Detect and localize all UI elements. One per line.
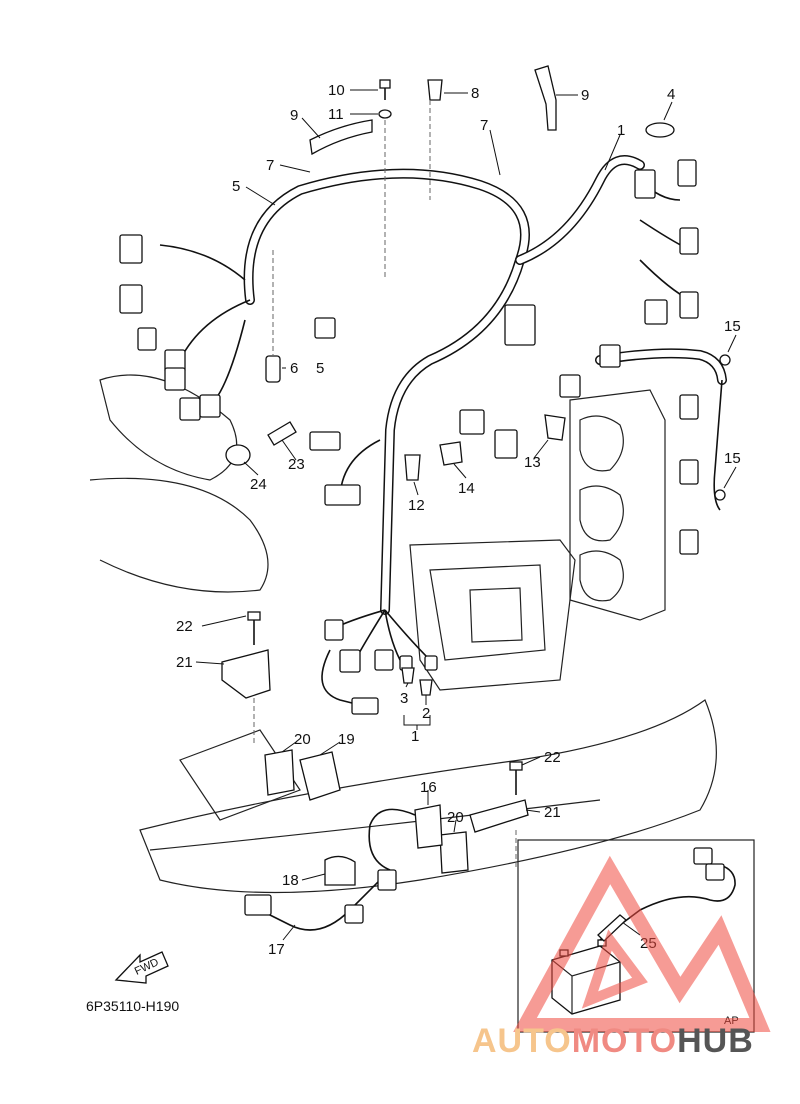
- callout-11: 11: [328, 106, 344, 123]
- watermark-logo-icon: [513, 855, 771, 1032]
- callout-19: 19: [338, 731, 355, 748]
- callout-21-right: 21: [544, 804, 561, 821]
- callout-6-5: 5: [316, 360, 324, 377]
- guide-lines: [253, 100, 517, 870]
- leader-lines: [195, 89, 737, 941]
- watermark-part-hub: HUB: [677, 1022, 754, 1060]
- callout-7-right: 7: [480, 117, 488, 134]
- callout-5: 5: [232, 178, 240, 195]
- watermark-part-auto: AUTO: [472, 1022, 572, 1060]
- callout-10: 10: [328, 82, 345, 99]
- callout-9-top: 9: [290, 107, 298, 124]
- callout-22-left: 22: [176, 618, 193, 635]
- callout-8: 8: [471, 85, 479, 102]
- callout-9-right: 9: [581, 87, 589, 104]
- callout-labels: 10 11 8 9 9 4 7 7 1 5 6 5 15 15 23 24 12…: [176, 82, 741, 958]
- callout-15-bottom: 15: [724, 450, 741, 467]
- callout-12: 12: [408, 497, 425, 514]
- callout-6: 6: [290, 360, 298, 377]
- callout-1-bottom: 1: [411, 728, 419, 745]
- main-wiring-harness: [159, 155, 727, 706]
- watermark-part-moto: MOTO: [571, 1022, 678, 1060]
- callout-23: 23: [288, 456, 305, 473]
- callout-15-top: 15: [724, 318, 741, 335]
- parts: [221, 65, 731, 931]
- callout-2: 2: [422, 705, 430, 722]
- callout-22-right: 22: [544, 749, 561, 766]
- part-code: 6P35110-H190: [86, 998, 179, 1014]
- callout-20-left: 20: [294, 731, 311, 748]
- callout-7-left: 7: [266, 157, 274, 174]
- callout-13: 13: [524, 454, 541, 471]
- fwd-arrow-icon: FWD: [114, 951, 169, 984]
- callout-16: 16: [420, 779, 437, 796]
- engine-block: [409, 389, 666, 691]
- callout-1-top: 1: [617, 122, 625, 139]
- connectors: [119, 159, 699, 715]
- callout-3: 3: [400, 690, 408, 707]
- callout-4: 4: [667, 86, 675, 103]
- callout-21-left: 21: [176, 654, 193, 671]
- watermark-brand: AUTOMOTOHUB: [472, 1022, 754, 1061]
- callout-17: 17: [268, 941, 285, 958]
- callout-20-right: 20: [447, 809, 464, 826]
- callout-14: 14: [458, 480, 475, 497]
- callout-18: 18: [282, 872, 299, 889]
- callout-24: 24: [250, 476, 267, 493]
